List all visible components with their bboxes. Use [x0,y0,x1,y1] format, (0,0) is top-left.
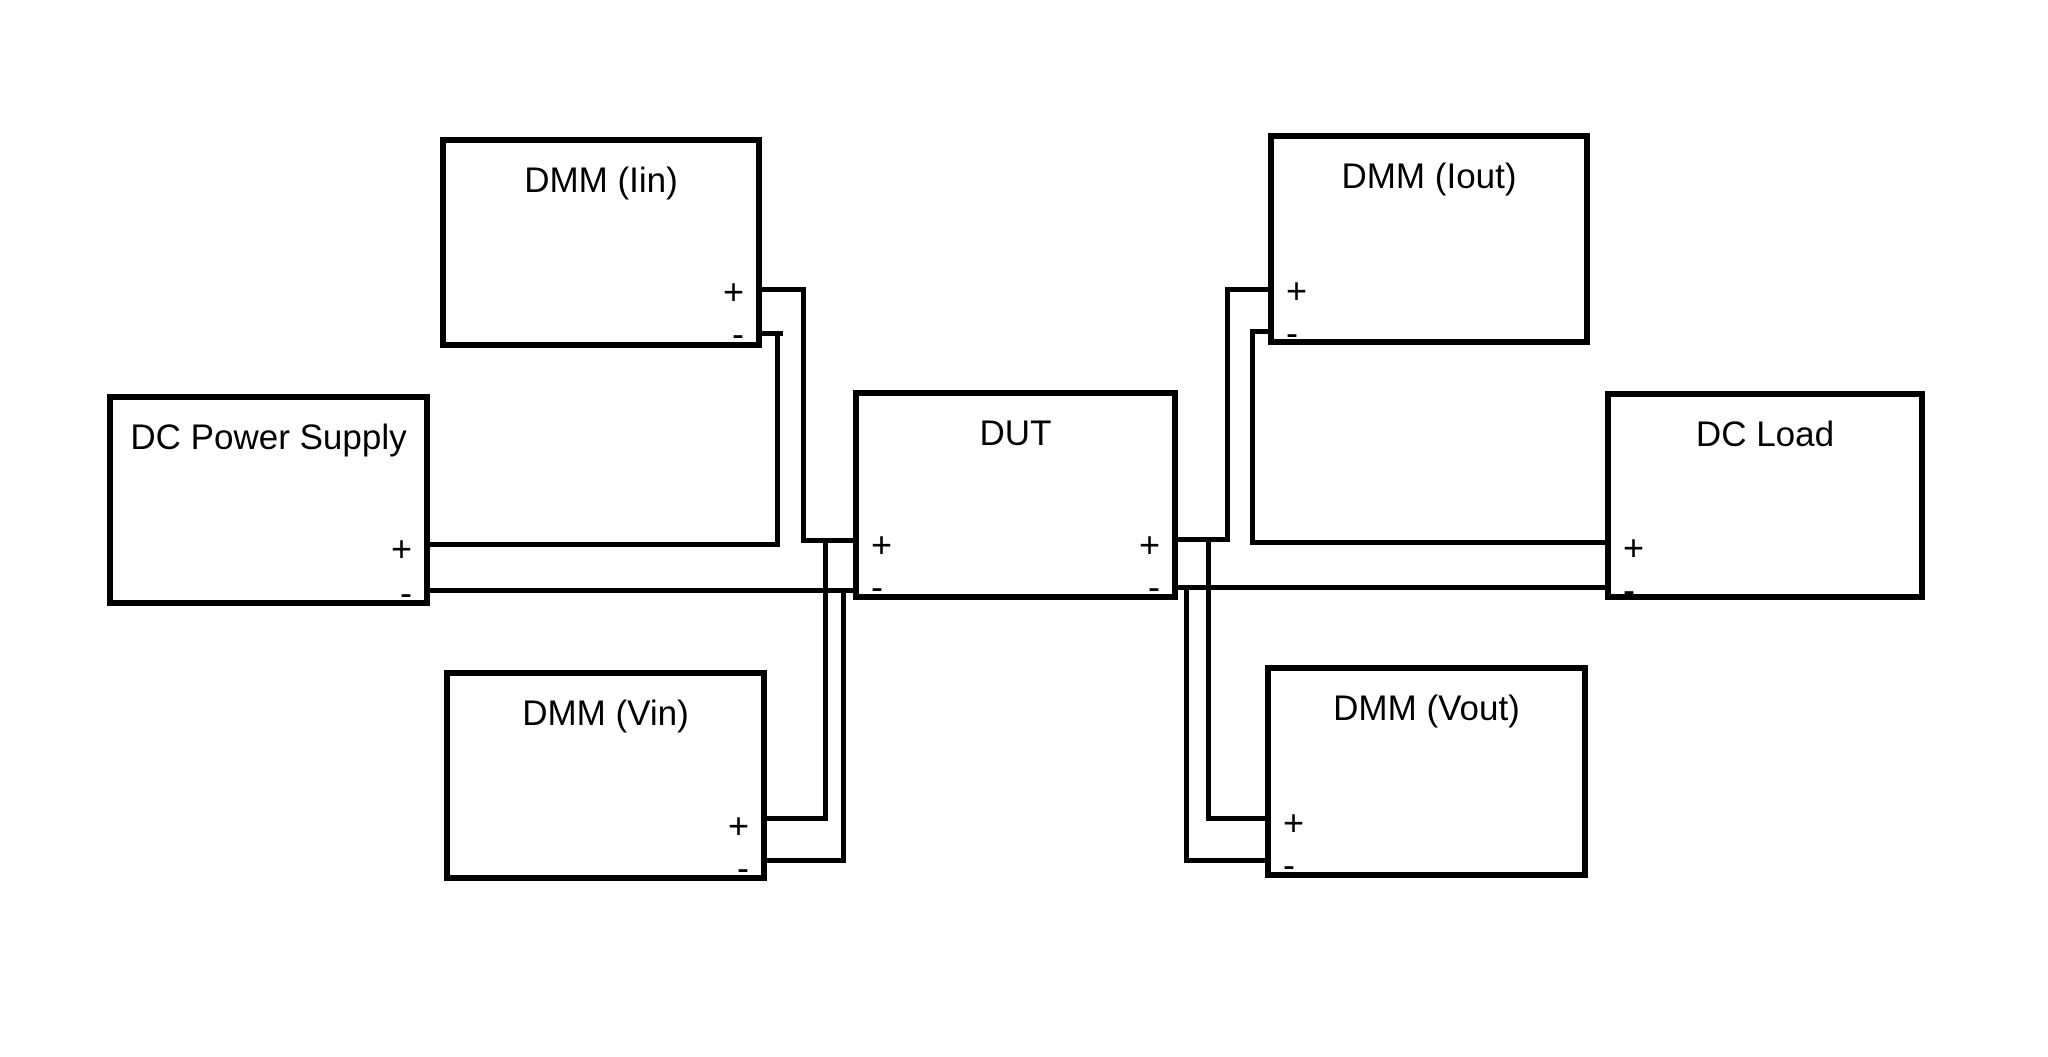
block-dmm-iout: DMM (Iout) + - [1268,133,1590,351]
block-dc-power-supply: DC Power Supply + - [107,394,430,611]
minus-terminal: - [737,847,749,888]
minus-terminal: - [400,572,412,613]
wire-dmm-iout-plus-vertical [1225,287,1230,542]
plus-terminal: + [722,271,744,312]
plus-terminal: + [1286,270,1308,311]
minus-terminal: - [1283,844,1295,885]
block-label: DC Power Supply [130,418,407,457]
wire-dmm-vout-minus-vertical [1184,585,1189,863]
wire-dmm-vout-plus-horizontal [1206,816,1270,821]
output-plus-terminal: + [1138,524,1160,565]
plus-terminal: + [390,528,412,569]
block-label: DC Load [1695,415,1835,454]
minus-terminal: - [1623,569,1635,610]
wire-dmm-vin-plus-vertical [823,538,828,821]
wire-dmm-iout-minus-vertical [1250,329,1255,545]
wire-dmm-vin-plus-horizontal [762,816,828,821]
wire-dmm-vout-plus-vertical [1206,537,1211,821]
wire-dut-output-plus-horizontal [1176,537,1230,542]
wire-dmm-iout-minus-horizontal [1250,329,1275,334]
block-dc-load: DC Load + - [1605,391,1925,608]
wire-dmm-iout-plus-horizontal [1225,287,1275,292]
minus-terminal: - [1286,312,1298,353]
wire-dut-output-minus-horizontal [1176,585,1610,590]
wire-dmm-iin-plus-vertical [801,287,806,543]
input-plus-terminal: + [871,524,893,565]
block-label: DMM (Iout) [1341,157,1517,196]
wire-dmm-iin-minus-vertical [775,331,780,547]
wire-psu-minus-horizontal [428,588,855,593]
block-dmm-vout: DMM (Vout) + - [1265,665,1588,883]
wire-dc-load-plus-horizontal [1250,540,1610,545]
block-label: DMM (Iin) [524,161,678,200]
wire-dmm-vin-minus-horizontal [762,858,846,863]
block-label: DMM (Vin) [522,694,689,733]
wire-dmm-vin-minus-vertical [841,588,846,863]
plus-terminal: + [1623,527,1645,568]
minus-terminal: - [732,313,744,354]
wire-dut-input-plus-horizontal [801,538,855,543]
plus-terminal: + [727,805,749,846]
wire-psu-plus-horizontal [428,542,780,547]
block-label: DMM (Vout) [1333,689,1520,728]
wire-dmm-vout-minus-horizontal [1184,858,1270,863]
block-label: DUT [979,414,1052,453]
output-minus-terminal: - [1148,566,1160,607]
plus-terminal: + [1283,802,1305,843]
input-minus-terminal: - [871,566,883,607]
wire-dmm-iin-plus-horizontal [758,287,806,292]
block-dmm-iin: DMM (Iin) + - [440,137,762,352]
block-dmm-vin: DMM (Vin) + - [444,670,767,886]
wire-dmm-iin-minus-horizontal [758,331,783,336]
block-dut: DUT + - + - [853,390,1178,605]
